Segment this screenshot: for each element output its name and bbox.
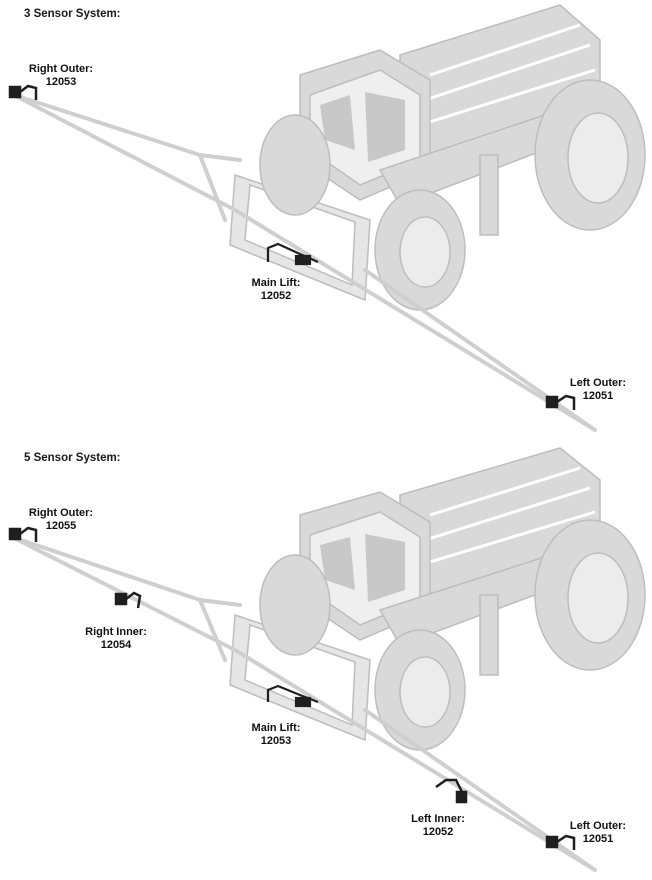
sensor-name: Right Outer: [28, 507, 94, 519]
sensor-part-number: 12051 [582, 833, 614, 845]
sensor-label-right-inner: Right Inner: 12054 [76, 626, 156, 652]
sensor-label-main-lift: Main Lift: 12052 [238, 277, 314, 303]
three-sensor-diagram: 3 Sensor System: Right Outer: 12053 Main… [8, 4, 646, 432]
sensor-part-number: 12052 [422, 826, 454, 838]
sensor-part-number: 12053 [45, 76, 77, 88]
sensor-label-right-outer: Right Outer: 12055 [22, 507, 100, 533]
sensor-part-number: 12054 [100, 639, 132, 651]
sensor-part-number: 12055 [45, 520, 77, 532]
sprayer-illustration [8, 4, 646, 432]
sensor-name: Left Inner: [411, 813, 465, 825]
sensor-name: Left Outer: [569, 820, 627, 832]
sprayer-machine [229, 4, 646, 311]
right-inner-sensor [114, 591, 142, 609]
sensor-name: Left Outer: [569, 377, 627, 389]
sensor-label-main-lift: Main Lift: 12053 [238, 722, 314, 748]
sensor-label-left-inner: Left Inner: 12052 [398, 813, 478, 839]
left-outer-sensor [545, 834, 576, 850]
sensor-name: Main Lift: [251, 277, 301, 289]
left-outer-sensor [545, 394, 576, 410]
main-lift-sensor [266, 242, 319, 266]
right-outer-sensor [8, 526, 38, 542]
sensor-name: Right Inner: [85, 626, 147, 638]
sprayer-illustration [8, 447, 646, 872]
sprayer-machine [229, 447, 646, 751]
sensor-part-number: 12052 [260, 290, 292, 302]
sensor-label-left-outer: Left Outer: 12051 [556, 820, 640, 846]
sensor-part-number: 12051 [582, 390, 614, 402]
left-inner-sensor [435, 778, 468, 804]
sensor-name: Right Outer: [28, 63, 94, 75]
sensor-part-number: 12053 [260, 735, 292, 747]
sensor-name: Main Lift: [251, 722, 301, 734]
five-sensor-diagram: 5 Sensor System: Right Outer: 12055 Righ… [0, 440, 652, 880]
sensor-label-left-outer: Left Outer: 12051 [556, 377, 640, 403]
main-lift-sensor [266, 684, 319, 708]
sensor-label-right-outer: Right Outer: 12053 [22, 63, 100, 89]
right-outer-sensor [8, 84, 38, 100]
diagram-title: 3 Sensor System: [24, 8, 121, 20]
diagram-title: 5 Sensor System: [24, 452, 121, 464]
